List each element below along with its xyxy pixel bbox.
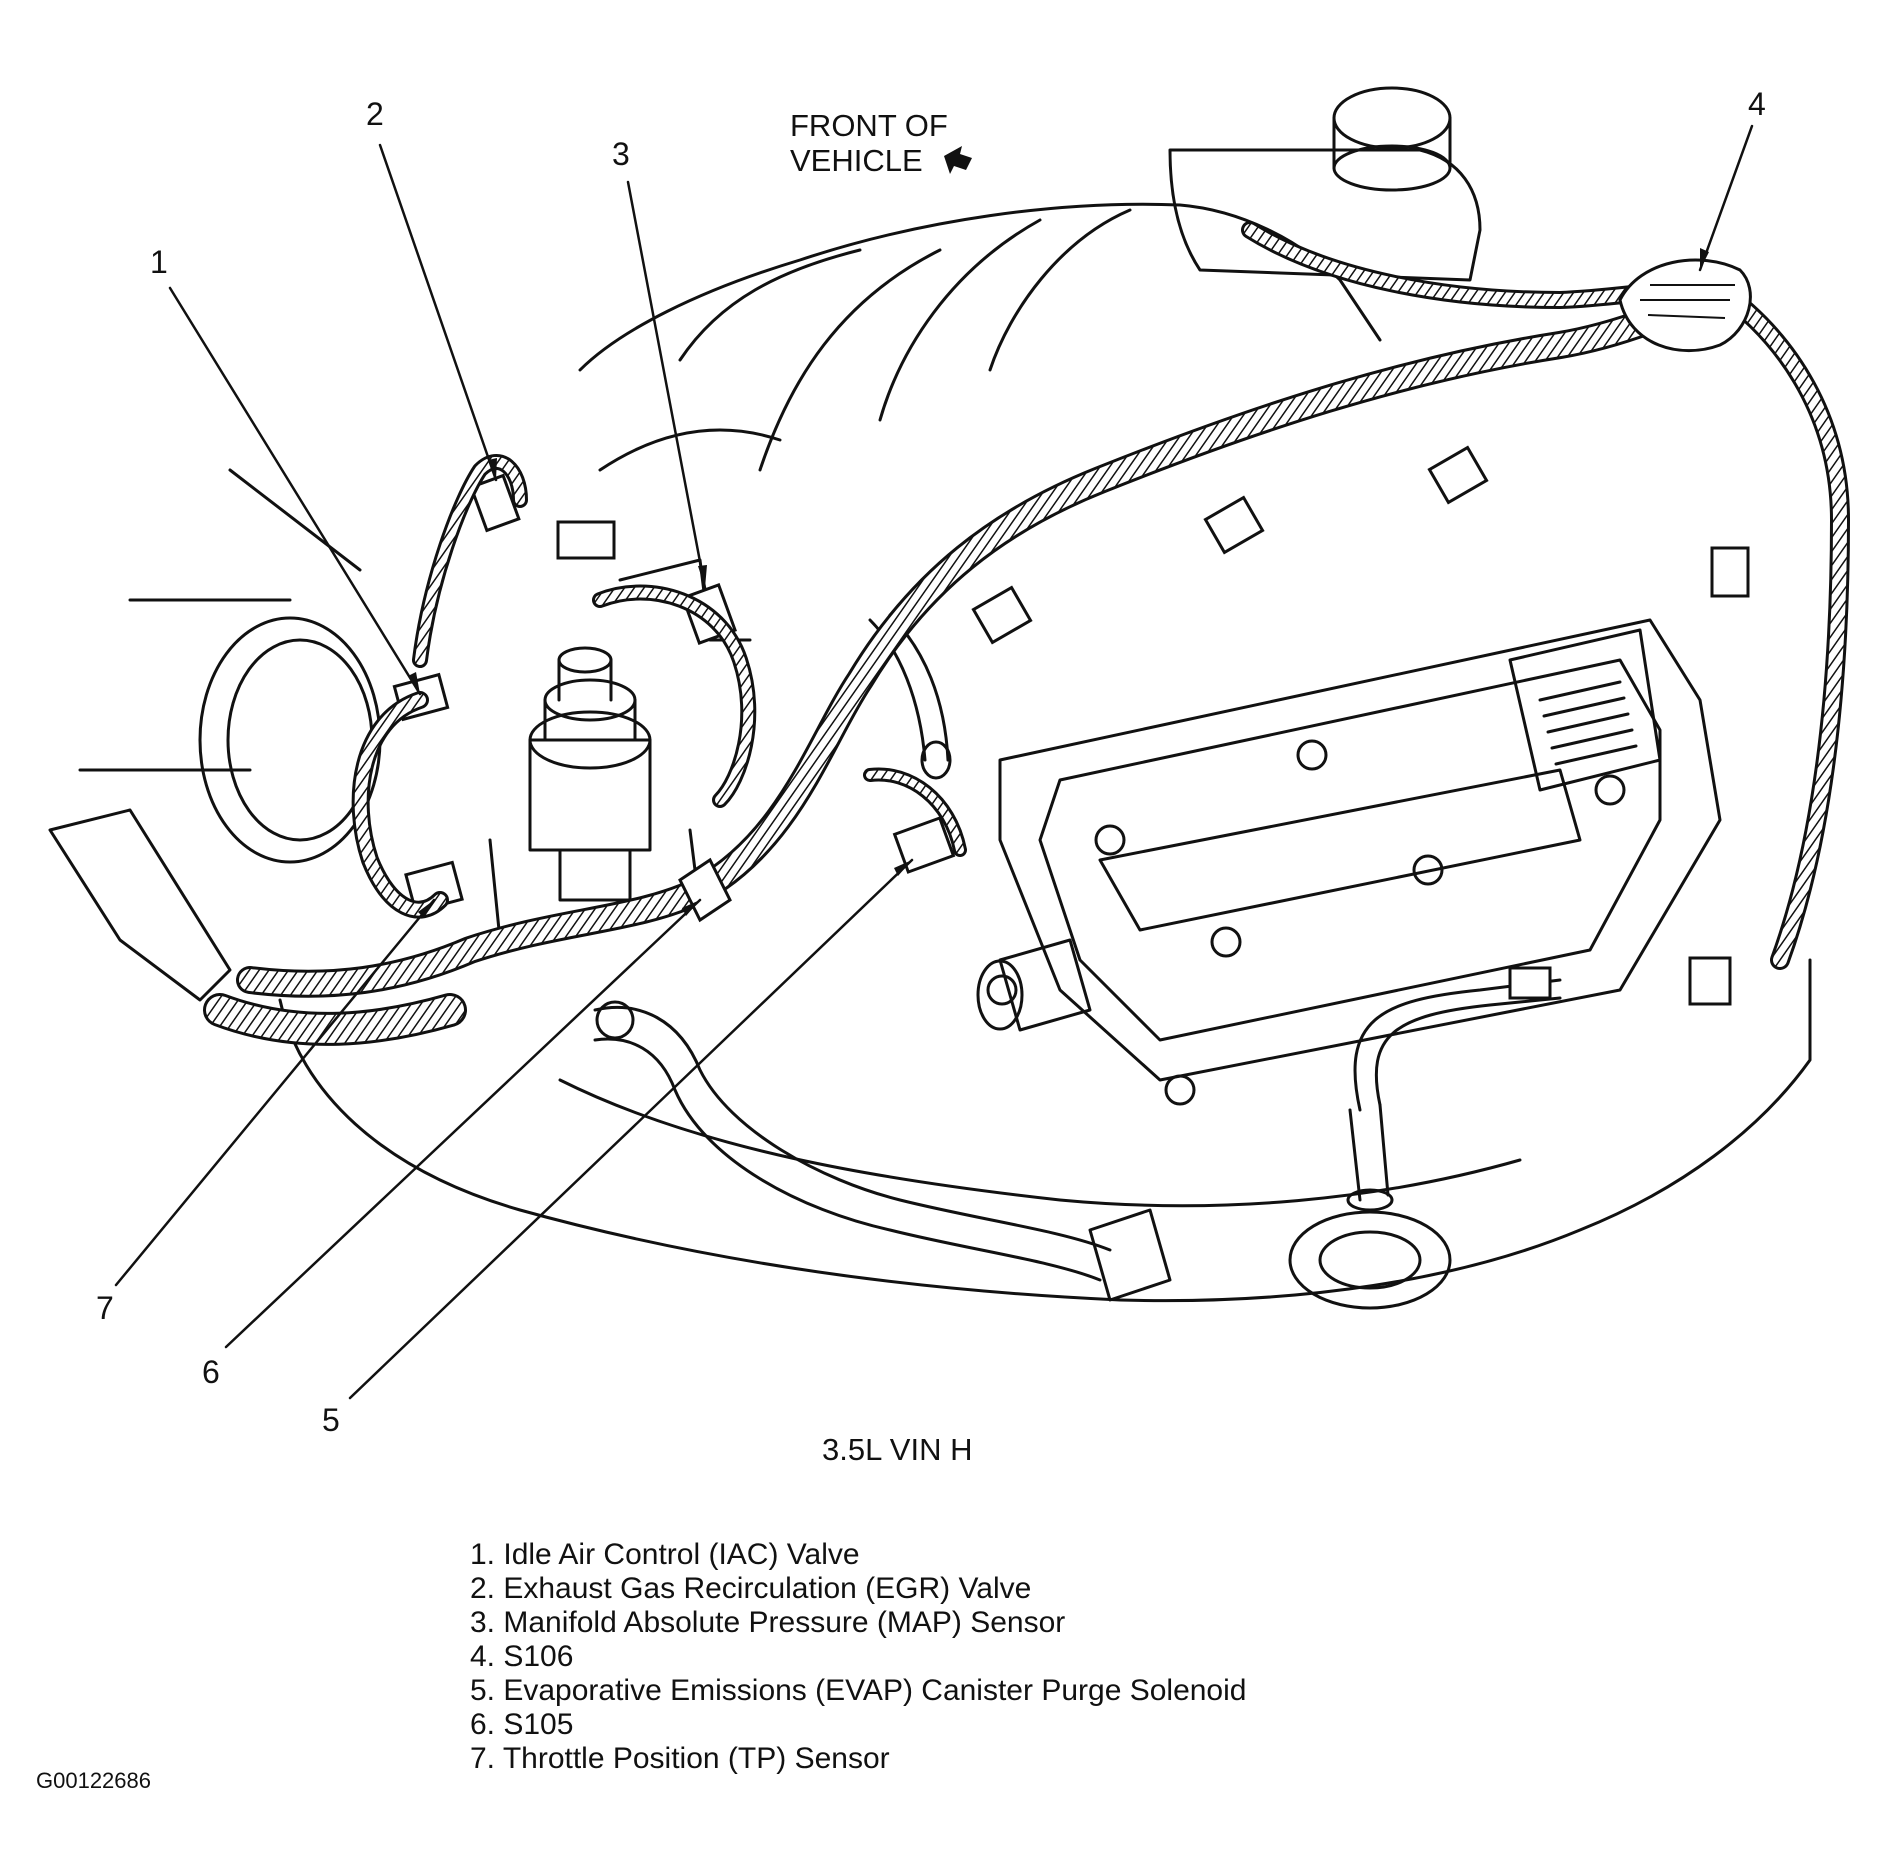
egr-valve-body xyxy=(528,738,652,852)
figure-id: G00122686 xyxy=(36,1768,151,1793)
callout-5: 5 xyxy=(322,1402,340,1438)
legend-item: 2. Exhaust Gas Recirculation (EGR) Valve xyxy=(470,1572,1032,1605)
legend-item: 4. S106 xyxy=(470,1640,574,1673)
engine-lower-body xyxy=(278,958,1812,1303)
o2-connector-mate xyxy=(1508,966,1552,1000)
front-of-vehicle-label: FRONT OF VEHICLE xyxy=(790,108,948,178)
callout-4: 4 xyxy=(1748,86,1766,122)
callout-7: 7 xyxy=(96,1290,114,1326)
engine-label: 3.5L VIN H xyxy=(822,1432,973,1467)
callout-1: 1 xyxy=(150,244,168,280)
purge-hose xyxy=(593,1006,1112,1252)
callout-6: 6 xyxy=(202,1354,220,1390)
injector-connector-3 xyxy=(1427,445,1489,505)
splice-s106 xyxy=(1618,258,1752,353)
wiring-harness-main xyxy=(236,276,1734,998)
leader-line-4 xyxy=(1698,124,1754,272)
ignition-coil-pack xyxy=(1508,628,1662,792)
egr-connector xyxy=(469,473,521,533)
leader-line-5 xyxy=(348,858,914,1400)
legend-item: 3. Manifold Absolute Pressure (MAP) Sens… xyxy=(470,1606,1066,1639)
intake-bracket xyxy=(48,808,232,1002)
oxygen-sensor xyxy=(1348,1103,1390,1202)
sensor-connector-right xyxy=(1710,546,1750,598)
hose-fitting xyxy=(1088,1208,1172,1302)
leader-line-2 xyxy=(378,143,498,482)
leader-line-1 xyxy=(168,286,422,696)
callout-3: 3 xyxy=(612,136,630,172)
callout-2: 2 xyxy=(366,96,384,132)
leader-line-6 xyxy=(224,898,702,1349)
evap-connector xyxy=(892,816,956,874)
injector-connector-1 xyxy=(971,585,1033,645)
component-legend: 1. Idle Air Control (IAC) Valve 2. Exhau… xyxy=(470,1538,1246,1776)
legend-item: 5. Evaporative Emissions (EVAP) Canister… xyxy=(470,1674,1247,1707)
arrow-icon xyxy=(944,146,972,174)
wiring-harness-map-branch xyxy=(592,584,757,808)
legend-item: 6. S105 xyxy=(470,1708,574,1741)
legend-item: 7. Throttle Position (TP) Sensor xyxy=(470,1742,890,1775)
front-label-line2: VEHICLE xyxy=(790,143,923,178)
leader-line-7 xyxy=(114,898,436,1287)
front-label-line1: FRONT OF xyxy=(790,108,948,143)
injector-connector-2 xyxy=(1203,495,1265,555)
o2-connector xyxy=(1688,956,1732,1006)
legend-item: 1. Idle Air Control (IAC) Valve xyxy=(470,1538,860,1571)
leader-line-3 xyxy=(626,180,707,590)
wiring-harness-right xyxy=(1710,280,1850,970)
reservoir-cap xyxy=(1332,86,1452,150)
exhaust-manifold xyxy=(558,1078,1522,1208)
cam-cover-cylinder xyxy=(998,938,1092,1032)
valve-cover xyxy=(998,618,1722,1082)
